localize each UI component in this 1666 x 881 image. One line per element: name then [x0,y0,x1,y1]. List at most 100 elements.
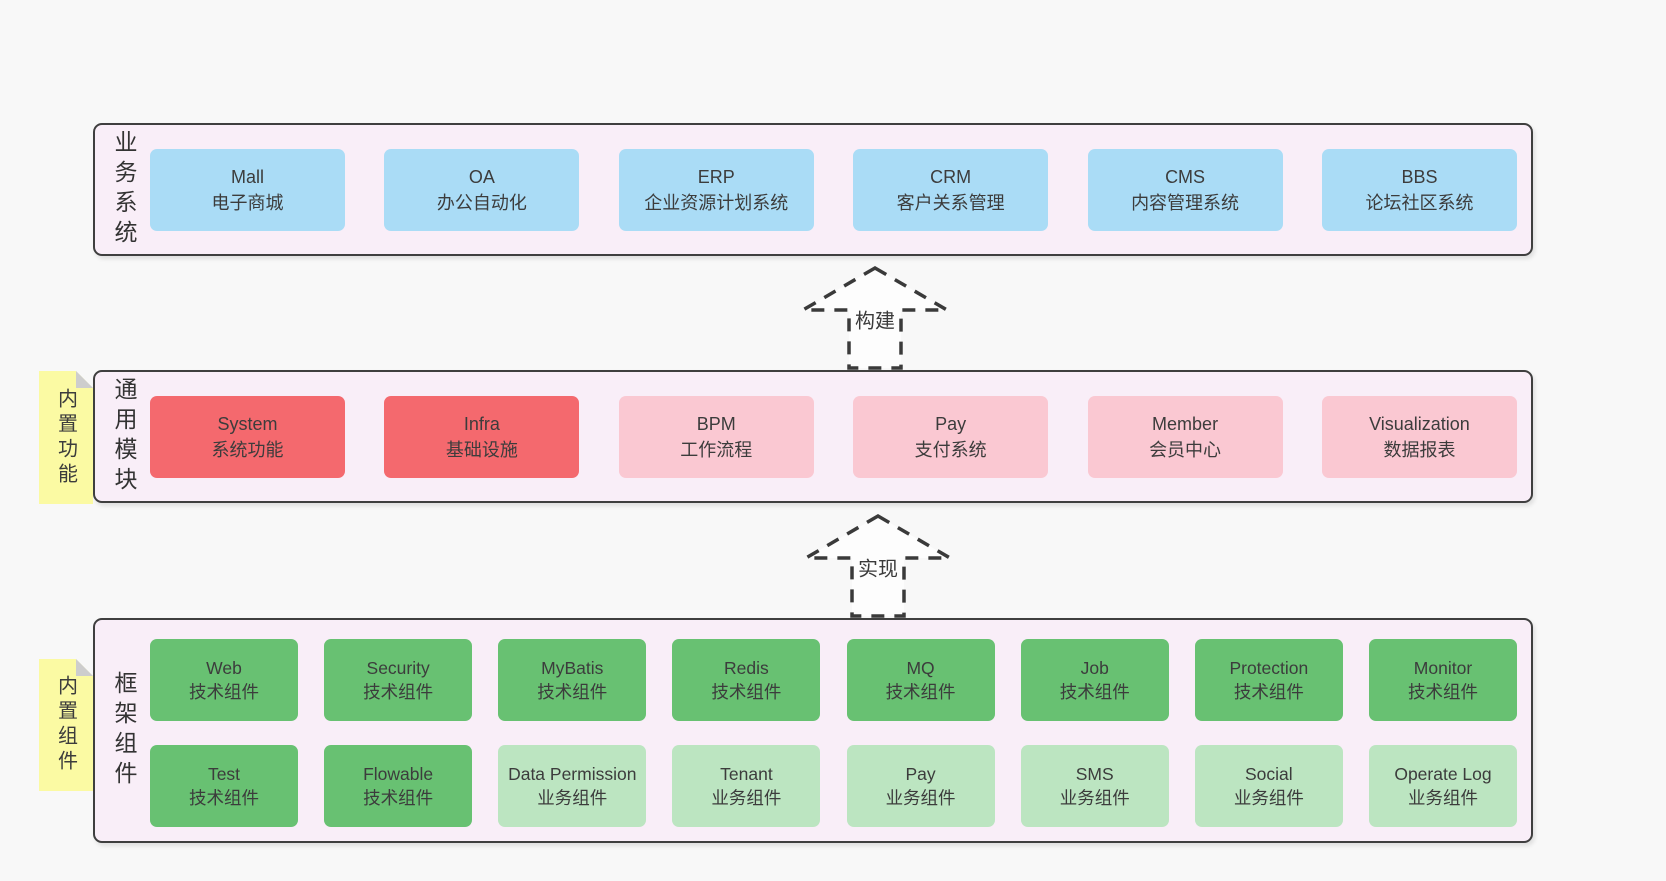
box-subtitle: 电子商城 [211,192,284,213]
box-subtitle: 论坛社区系统 [1365,192,1474,213]
box-member: Member 会员中心 [1087,395,1283,478]
box-title: Data Permission [508,764,637,784]
box-title: Member [1152,413,1219,434]
arrow-up-shape [799,513,957,618]
box-redis: Redis 技术组件 [672,639,821,721]
box-mybatis: MyBatis 技术组件 [498,639,647,721]
layer-label-business-systems: 业务系统 [111,129,137,250]
layer-label-common-modules: 通用模块 [111,376,137,497]
box-test: Test 技术组件 [150,745,298,827]
box-title: OA [468,166,495,187]
box-title: MyBatis [541,658,604,678]
box-subtitle: 业务组件 [711,788,782,808]
box-oa: OA 办公自动化 [384,148,580,231]
box-title: BPM [696,413,736,434]
box-pay-component: Pay 业务组件 [846,745,995,827]
box-title: Infra [463,413,500,434]
box-title: Job [1080,658,1109,678]
box-subtitle: 技术组件 [363,682,434,702]
box-social: Social 业务组件 [1194,745,1343,827]
arrow-up-shape [796,265,954,370]
box-subtitle: 业务组件 [1233,788,1304,808]
box-subtitle: 数据报表 [1383,439,1456,460]
box-title: Social [1245,764,1293,784]
box-crm: CRM 客户关系管理 [853,148,1049,231]
components-row-1: Web 技术组件 Security 技术组件 MyBatis 技术组件 Redi… [150,639,1517,721]
modules-boxes-row: System 系统功能 Infra 基础设施 BPM 工作流程 Pay 支付系统… [150,395,1517,478]
box-title: CRM [930,166,972,187]
note-fold-corner [76,371,93,388]
box-subtitle: 技术组件 [711,682,782,702]
box-data-permission: Data Permission 业务组件 [498,745,647,827]
layer-label-framework-components: 框架组件 [111,670,137,791]
note-text: 内置功能 [54,387,77,488]
box-title: Security [366,658,430,678]
box-subtitle: 技术组件 [1059,682,1130,702]
box-monitor: Monitor 技术组件 [1368,639,1517,721]
box-title: CMS [1165,166,1206,187]
layer-business-systems: 业务系统 Mall 电子商城 OA 办公自动化 ERP 企业资源计划系统 CRM… [93,123,1533,256]
box-subtitle: 支付系统 [914,439,987,460]
box-mall: Mall 电子商城 [150,148,345,231]
box-subtitle: 技术组件 [1407,682,1478,702]
box-title: ERP [697,166,735,187]
box-subtitle: 业务组件 [1407,788,1478,808]
box-title: SMS [1075,764,1114,784]
box-title: Visualization [1369,413,1470,434]
box-bpm: BPM 工作流程 [618,395,814,478]
box-erp: ERP 企业资源计划系统 [618,148,814,231]
box-subtitle: 技术组件 [885,682,956,702]
box-title: Test [207,764,241,784]
arrow-implement: 实现 [799,513,957,618]
arrow-build: 构建 [796,265,954,370]
box-subtitle: 办公自动化 [436,192,527,213]
box-subtitle: 基础设施 [445,439,518,460]
box-title: Flowable [363,764,434,784]
box-title: Web [206,658,242,678]
components-row-2: Test 技术组件 Flowable 技术组件 Data Permission … [150,745,1517,827]
box-subtitle: 工作流程 [680,439,753,460]
box-flowable: Flowable 技术组件 [324,745,473,827]
note-fold-corner [76,659,93,676]
box-subtitle: 技术组件 [189,788,259,808]
arrow-build-label: 构建 [855,309,895,332]
box-subtitle: 技术组件 [1233,682,1304,702]
box-title: Pay [935,413,967,434]
box-title: Tenant [720,764,773,784]
box-title: Protection [1229,658,1309,678]
note-built-in-components: 内置组件 [39,659,93,791]
box-title: Pay [905,764,936,784]
box-title: MQ [906,658,935,678]
box-sms: SMS 业务组件 [1020,745,1169,827]
box-subtitle: 技术组件 [189,682,259,702]
box-subtitle: 业务组件 [885,788,956,808]
box-title: BBS [1401,166,1438,187]
note-built-in-features: 内置功能 [39,371,93,504]
box-subtitle: 企业资源计划系统 [644,192,789,213]
box-system: System 系统功能 [150,395,345,478]
layer-common-modules: 内置功能 通用模块 System 系统功能 Infra 基础设施 BPM 工作流… [93,370,1533,503]
box-title: Redis [724,658,769,678]
box-subtitle: 技术组件 [537,682,608,702]
box-infra: Infra 基础设施 [384,395,580,478]
box-visualization: Visualization 数据报表 [1321,395,1517,478]
box-subtitle: 会员中心 [1149,439,1222,460]
box-operate-log: Operate Log 业务组件 [1368,745,1517,827]
box-title: Mall [230,166,264,187]
box-job: Job 技术组件 [1020,639,1169,721]
layer-framework-components: 内置组件 框架组件 Web 技术组件 Security 技术组件 MyBatis… [93,618,1533,843]
box-web: Web 技术组件 [150,639,298,721]
box-subtitle: 系统功能 [211,439,284,460]
box-cms: CMS 内容管理系统 [1087,148,1283,231]
box-subtitle: 内容管理系统 [1131,192,1240,213]
box-security: Security 技术组件 [324,639,473,721]
box-subtitle: 业务组件 [537,788,608,808]
arrow-implement-label: 实现 [858,557,898,580]
box-title: Monitor [1413,658,1473,678]
box-subtitle: 客户关系管理 [896,192,1005,213]
box-subtitle: 业务组件 [1059,788,1130,808]
note-text: 内置组件 [54,675,77,775]
box-mq: MQ 技术组件 [846,639,995,721]
box-protection: Protection 技术组件 [1194,639,1343,721]
